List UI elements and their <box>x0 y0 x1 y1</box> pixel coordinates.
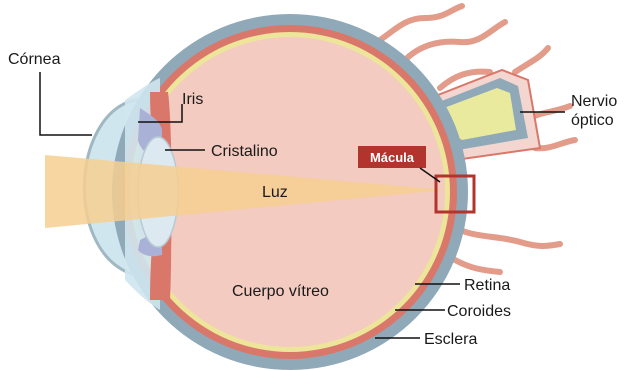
retina-label: Retina <box>464 277 510 294</box>
choroid-label: Coroides <box>447 303 511 320</box>
cornea-label: Córnea <box>8 51 61 68</box>
optic-nerve-label-line1: Nervio <box>571 93 617 110</box>
lens-label: Cristalino <box>211 143 278 160</box>
iris-label: Iris <box>182 91 203 108</box>
macula-label: Mácula <box>370 150 415 165</box>
vitreous-label: Cuerpo vítreo <box>232 283 329 300</box>
optic-nerve-label-line2: óptico <box>571 112 614 129</box>
light-label: Luz <box>262 184 288 201</box>
sclera-label: Esclera <box>424 331 477 348</box>
